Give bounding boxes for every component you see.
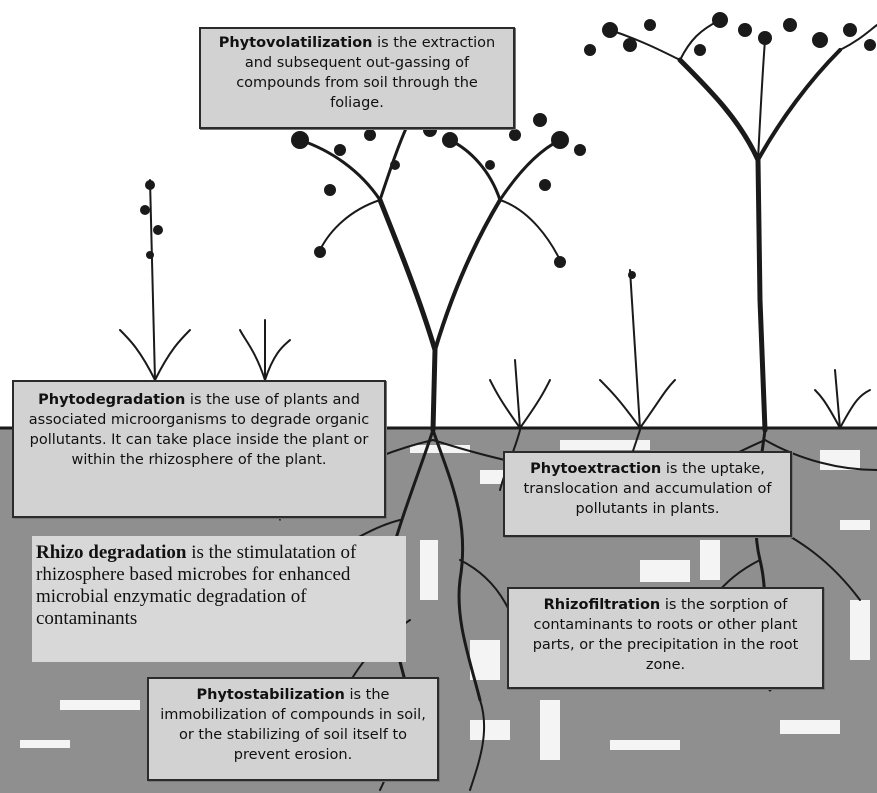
phytovolatilization-box: Phytovolatilization is the extraction an…: [199, 27, 515, 129]
phytodegradation-term: Phytodegradation: [38, 392, 185, 408]
tree-right-foliage: [584, 12, 876, 56]
phytostabilization-term: Phytostabilization: [197, 687, 345, 703]
rhizofiltration-term: Rhizofiltration: [544, 597, 661, 613]
phytostabilization-box: Phytostabilization is the immobilization…: [147, 677, 439, 781]
rhizodegradation-term: Rhizo degradation: [36, 542, 186, 563]
tree-left-foliage: [291, 110, 586, 268]
phytoextraction-term: Phytoextraction: [530, 461, 661, 477]
phytodegradation-box: Phytodegradation is the use of plants an…: [12, 380, 386, 518]
rhizofiltration-box: Rhizofiltration is the sorption of conta…: [507, 587, 824, 689]
phytovolatilization-term: Phytovolatilization: [219, 35, 373, 51]
rhizodegradation-box: Rhizo degradation is the stimulatation o…: [32, 536, 406, 662]
phytoextraction-box: Phytoextraction is the uptake, transloca…: [503, 451, 792, 537]
tree-right: [610, 20, 877, 430]
